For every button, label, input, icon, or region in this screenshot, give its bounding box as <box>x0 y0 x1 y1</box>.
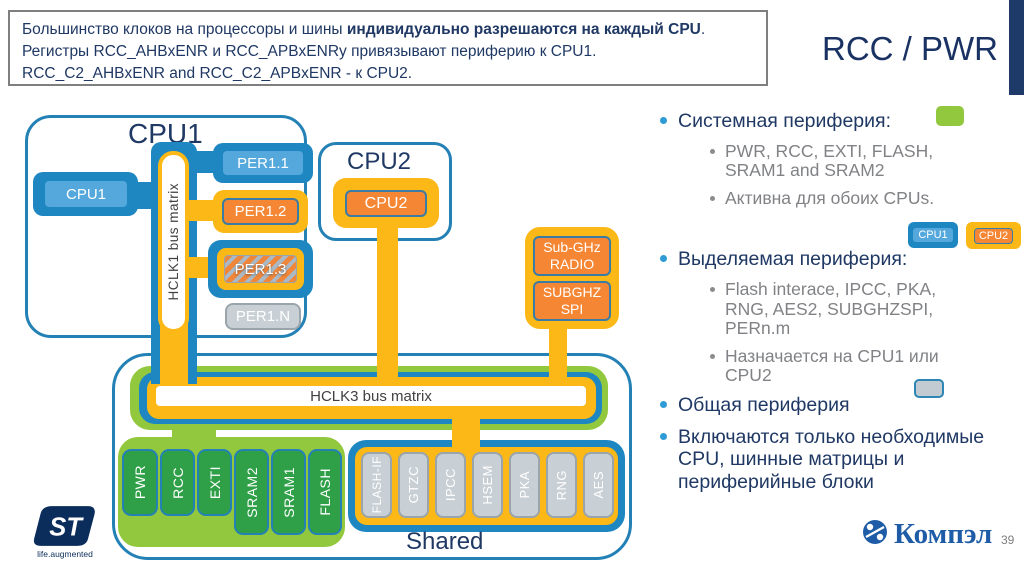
info-text-normal-2: . Регистры RCC_AHBxENR и RCC_APBxENRy пр… <box>22 21 706 60</box>
shared-box-flashif-label: FLASH-IF <box>369 456 384 514</box>
hclk3-bus-matrix-bar: HCLK3 bus matrix <box>156 386 586 406</box>
subghz-to-bus-connector <box>549 326 567 384</box>
per1n-box: PER1.N <box>225 303 301 330</box>
bullet-subitem: PWR, RCC, EXTI, FLASH,SRAM1 and SRAM2 <box>710 140 1024 181</box>
bullet-icon <box>660 432 667 440</box>
st-logo-icon: ST <box>33 503 97 554</box>
subghz-radio-line1: Sub-GHz <box>543 239 601 256</box>
per13-box: PER1.3 <box>224 255 297 283</box>
cpu1-badge-label: CPU1 <box>913 228 953 242</box>
bullet-subitem: Активна для обоих CPUs. <box>710 187 1024 209</box>
cpu2-badge-label: CPU2 <box>973 227 1014 244</box>
cpu2-chip: CPU2 <box>345 190 427 217</box>
bullet-subitem: Flash interace, IPCC, PKA,RNG, AES2, SUB… <box>710 279 1024 339</box>
per12-connector <box>185 200 217 221</box>
shared-box-flashif: FLASH-IF <box>361 452 392 518</box>
system-box-exti: EXTI <box>197 449 232 516</box>
shared-box-gtzc-label: GTZC <box>406 466 421 504</box>
st-tagline: life.augmented <box>37 549 93 559</box>
bullet-icon <box>710 353 715 359</box>
shared-box-hsem-label: HSEM <box>480 465 495 505</box>
shared-box-gtzc: GTZC <box>398 452 429 518</box>
system-box-rcc-label: RCC <box>169 466 186 499</box>
kompel-logo: Компэл <box>862 518 992 551</box>
bullet-text: Системная периферия: <box>678 110 892 132</box>
bullet-text: Общая периферия <box>678 393 850 416</box>
system-box-pwr-label: PWR <box>132 465 148 500</box>
bullet-text: Выделяемая периферия: <box>678 248 908 271</box>
shared-box-rng-label: RNG <box>554 469 569 501</box>
bullet-text: Активна для обоих CPUs. <box>725 187 935 208</box>
subghz-radio-box: Sub-GHz RADIO <box>533 236 611 276</box>
system-box-exti-label: EXTI <box>206 465 223 500</box>
system-box-rcc: RCC <box>160 449 195 516</box>
bullet-icon <box>710 148 715 154</box>
cpu2-to-bus-connector <box>377 226 398 384</box>
shared-box-hsem: HSEM <box>472 452 503 518</box>
info-text-normal-1: Большинство клоков на процессоры и шины <box>22 21 347 38</box>
cpu2-container-title: CPU2 <box>347 148 412 175</box>
bullet-item: Выделяемая периферия: <box>660 248 1024 271</box>
shared-label: Shared <box>406 528 484 555</box>
per11-connector <box>189 151 217 173</box>
system-box-flash-label: FLASH <box>317 468 333 516</box>
bullet-text: PWR, RCC, EXTI, FLASH,SRAM1 and SRAM2 <box>725 140 934 181</box>
cpu2-badge: CPU2 <box>966 222 1021 249</box>
svg-text:ST: ST <box>49 514 84 542</box>
info-text-normal-3: RCC_C2_AHBxENR and RCC_C2_APBxENR - к CP… <box>22 65 413 82</box>
info-box: Большинство клоков на процессоры и шины … <box>8 10 768 86</box>
page-number: 39 <box>1001 533 1015 547</box>
kompel-wordmark: Компэл <box>894 518 993 550</box>
shared-box-pka: PKA <box>509 452 540 518</box>
info-text-bold-1: индивидуально разрешаются на каждый <box>346 21 664 38</box>
bullet-icon <box>660 255 667 263</box>
shared-box-aes: AES <box>583 452 614 518</box>
kompel-icon <box>862 519 888 550</box>
system-box-sram2: SRAM2 <box>234 449 269 535</box>
cpu1-chip: CPU1 <box>45 181 127 207</box>
cpu1-badge: CPU1 <box>908 222 958 248</box>
subghz-spi-box: SUBGHZ SPI <box>533 281 611 321</box>
system-box-sram1-label: SRAM1 <box>280 466 297 518</box>
system-box-pwr: PWR <box>122 449 158 516</box>
system-box-sram1: SRAM1 <box>271 449 306 535</box>
shared-box-pka-label: PKA <box>517 471 532 499</box>
common-peripherals-swatch <box>914 379 944 398</box>
bullet-icon <box>710 195 715 201</box>
system-peripherals-swatch <box>936 106 964 126</box>
per11-box: PER1.1 <box>223 151 303 175</box>
bullet-icon <box>660 117 667 124</box>
system-box-sram2-label: SRAM2 <box>243 466 260 518</box>
page-title: RCC / PWR <box>822 30 998 67</box>
bullet-icon <box>710 287 715 292</box>
per12-box: PER1.2 <box>222 198 299 225</box>
subghz-spi-line1: SUBGHZ <box>542 284 602 301</box>
subghz-spi-line2: SPI <box>560 301 584 317</box>
system-box-flash: FLASH <box>308 449 342 535</box>
hclk3-bus-matrix-label: HCLK3 bus matrix <box>310 387 432 405</box>
shared-box-ipcc: IPCC <box>435 452 466 518</box>
bullet-item: Системная периферия: <box>660 110 1024 133</box>
bus-to-shared-connector <box>452 408 480 456</box>
hclk1-bus-matrix-capsule: HCLK1 bus matrix <box>158 151 189 333</box>
bullet-text: Flash interace, IPCC, PKA,RNG, AES2, SUB… <box>725 279 937 339</box>
shared-box-ipcc-label: IPCC <box>443 468 458 502</box>
corner-accent-bar <box>1009 0 1024 95</box>
info-text-bold-2: CPU <box>668 21 701 38</box>
per13-connector <box>185 257 213 278</box>
bullet-icon <box>660 400 667 408</box>
subghz-radio-line2: RADIO <box>549 256 595 272</box>
hclk1-bus-matrix-label: HCLK1 bus matrix <box>166 183 181 301</box>
shared-box-rng: RNG <box>546 452 577 518</box>
bullet-item: Общая периферия <box>660 394 1024 417</box>
right-panel: Системная периферия: PWR, RCC, EXTI, FLA… <box>660 110 1024 502</box>
shared-box-aes-label: AES <box>591 471 606 499</box>
